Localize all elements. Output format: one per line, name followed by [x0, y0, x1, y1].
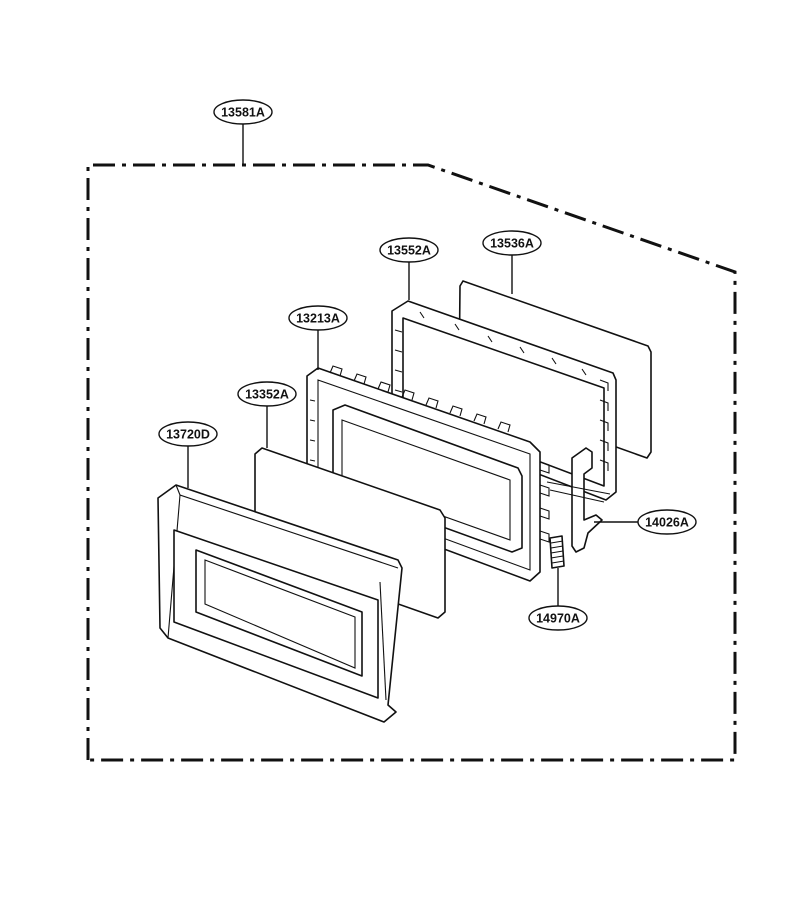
part-spring — [549, 535, 565, 569]
callout-13213A: 13213A — [288, 305, 348, 331]
callout-label: 13352A — [245, 388, 289, 402]
callout-13536A: 13536A — [482, 230, 542, 256]
callout-label: 14970A — [536, 612, 580, 626]
callout-label: 13720D — [166, 428, 210, 442]
part-frame — [391, 300, 617, 501]
callout-label: 13536A — [490, 237, 534, 251]
callout-13352A: 13352A — [237, 381, 297, 407]
callout-13720D: 13720D — [158, 421, 218, 447]
callout-label: 13581A — [221, 106, 265, 120]
callout-label: 13213A — [296, 312, 340, 326]
callout-13552A: 13552A — [379, 237, 439, 263]
callout-label: 14026A — [645, 516, 689, 530]
callout-14970A: 14970A — [528, 605, 588, 631]
part-latch-hook — [546, 447, 611, 553]
part-door-frame — [157, 484, 403, 723]
callout-14026A: 14026A — [637, 509, 697, 535]
assembly-boundary — [86, 163, 737, 762]
callout-13581A: 13581A — [213, 99, 273, 125]
callout-label: 13552A — [387, 244, 431, 258]
